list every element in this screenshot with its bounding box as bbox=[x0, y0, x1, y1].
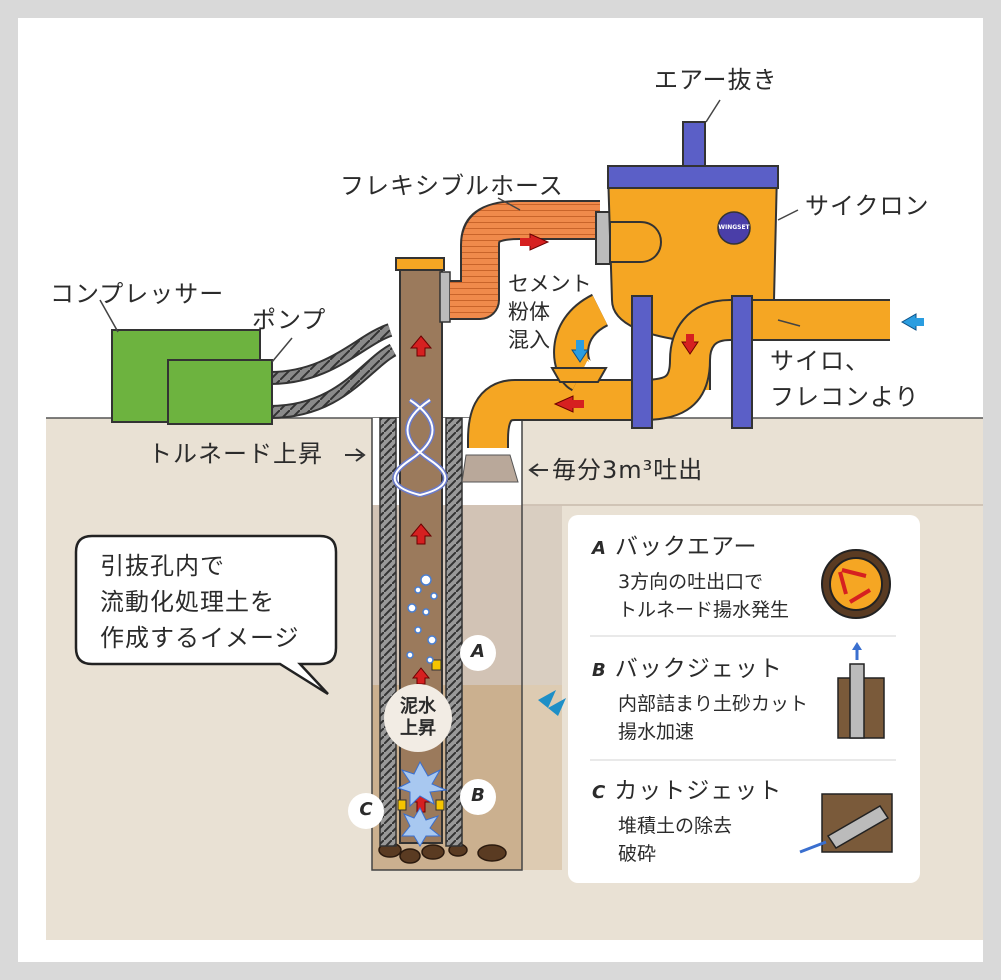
air-bubbles bbox=[406, 574, 438, 664]
speech-text: 引抜孔内で 流動化処理土を 作成するイメージ bbox=[100, 552, 300, 652]
label-cement-mix: セメント 粉体 混入 bbox=[508, 272, 592, 352]
cyclone-logo bbox=[717, 211, 751, 245]
support-leg-left bbox=[631, 295, 653, 429]
label-flexible-hose: フレキシブルホース bbox=[340, 172, 564, 200]
marker-c: C bbox=[359, 799, 373, 820]
legend-title-b: バックジェット bbox=[614, 656, 783, 682]
silo-pipe bbox=[671, 301, 890, 390]
legend-letter-b: B bbox=[592, 660, 607, 681]
label-tornado-rise: トルネード上昇 bbox=[148, 440, 323, 468]
label-pump: ポンプ bbox=[252, 306, 327, 334]
pump-box bbox=[167, 359, 273, 425]
label-compressor: コンプレッサー bbox=[50, 280, 225, 308]
thumb-back-jet bbox=[837, 642, 885, 739]
flexible-hose bbox=[450, 202, 600, 318]
marker-b: B bbox=[471, 785, 485, 806]
speech-bubble bbox=[74, 534, 338, 696]
label-air-vent: エアー抜き bbox=[654, 66, 778, 94]
thumb-cut-jet bbox=[799, 793, 893, 854]
discharge-spray bbox=[461, 454, 519, 483]
label-mud-rise: 泥水 上昇 bbox=[400, 696, 436, 739]
label-discharge: 毎分3m³吐出 bbox=[552, 456, 704, 484]
legend-title-a: バックエアー bbox=[614, 534, 758, 560]
legend-title-c: カットジェット bbox=[614, 778, 783, 804]
support-leg-right bbox=[731, 295, 753, 429]
marker-c-circle bbox=[348, 793, 384, 829]
marker-a-circle bbox=[460, 635, 496, 671]
marker-a: A bbox=[471, 641, 485, 662]
thumb-back-air bbox=[821, 549, 891, 619]
cement-hopper bbox=[550, 367, 608, 383]
label-silo: サイロ、 フレコンより bbox=[770, 347, 920, 411]
legend-letter-a: A bbox=[592, 538, 607, 559]
label-cyclone: サイクロン bbox=[805, 192, 930, 220]
jet-splash bbox=[396, 760, 448, 847]
up-arrows bbox=[409, 335, 433, 813]
marker-b-circle bbox=[460, 779, 496, 815]
flow-arrows bbox=[520, 233, 924, 716]
mud-rise-badge bbox=[384, 684, 452, 752]
cyclone-logo-text: WINGSET bbox=[718, 224, 750, 231]
legend-letter-c: C bbox=[592, 782, 607, 803]
